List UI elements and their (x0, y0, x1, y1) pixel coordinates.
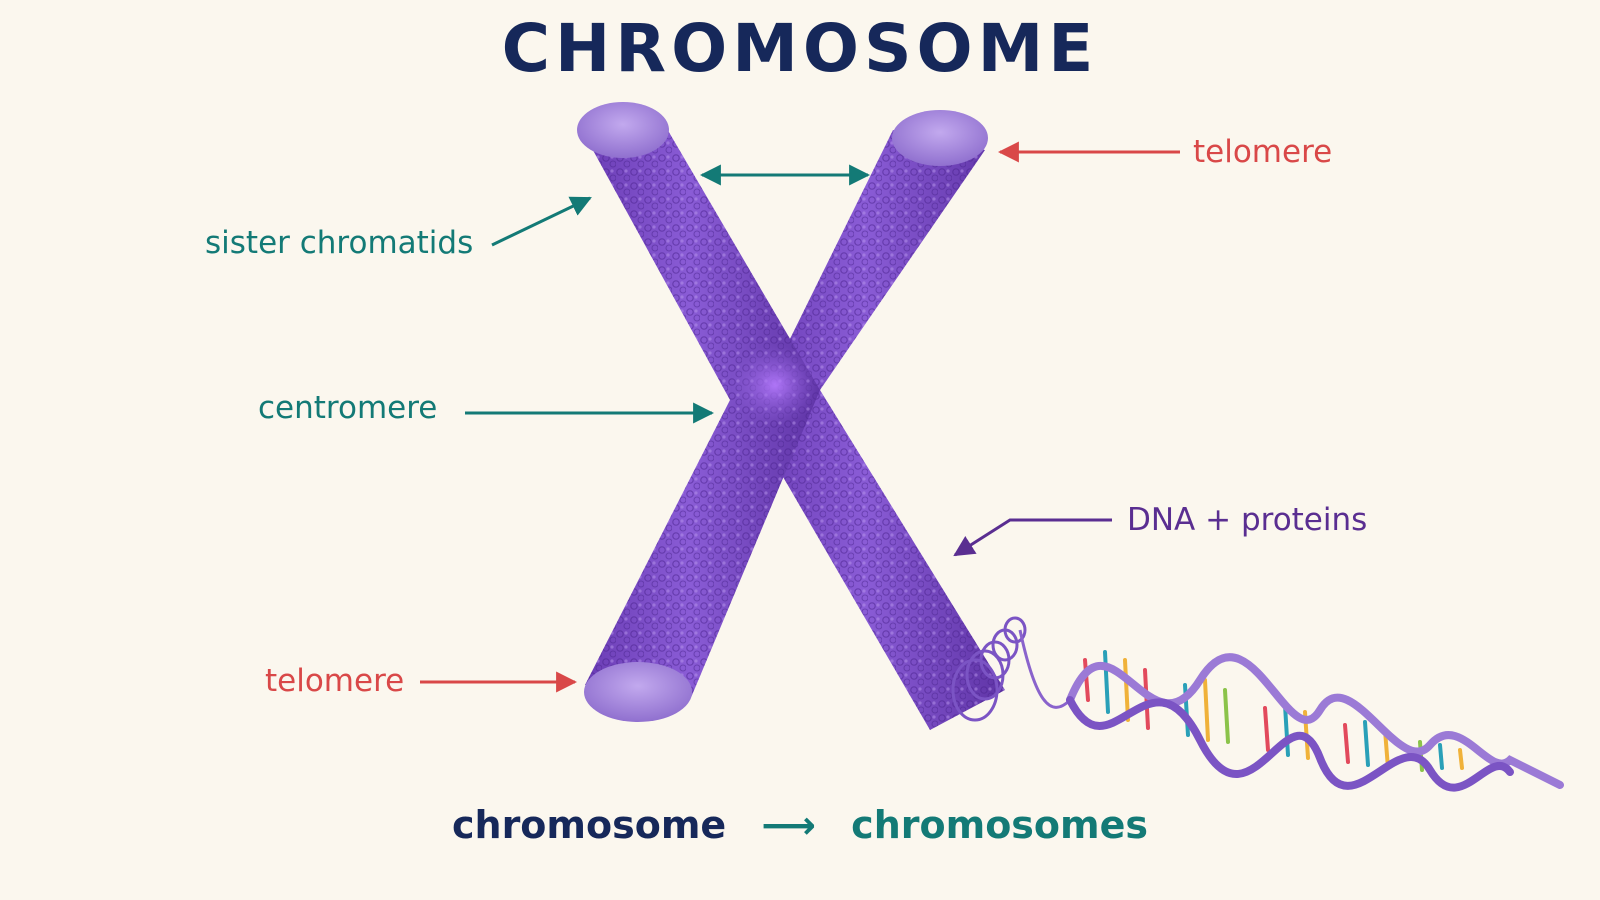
footer-plural: chromosomes (851, 802, 1149, 847)
arrow-icon: ⟶ (761, 802, 816, 847)
dna-coil (951, 616, 1027, 722)
sister-chromatids-arrow-icon (491, 196, 592, 247)
label-dna-proteins: DNA + proteins (1127, 502, 1368, 538)
footer-singular: chromosome (451, 802, 727, 847)
centromere-glow (730, 345, 820, 425)
label-telomere-top: telomere (1193, 134, 1333, 170)
label-sister-chromatids: sister chromatids (205, 225, 474, 261)
label-telomere-bottom: telomere (265, 663, 405, 699)
telomere-cap-top-left (577, 102, 669, 158)
footer-caption: chromosome ⟶ chromosomes (0, 800, 1600, 847)
telomere-cap-top-right (892, 110, 988, 166)
dna-helix (1018, 629, 1564, 792)
dna-proteins-arrow-icon (953, 518, 1112, 557)
telomere-cap-bottom-left (584, 662, 692, 722)
page-title: CHROMOSOME (501, 10, 1099, 87)
label-centromere: centromere (258, 390, 438, 426)
